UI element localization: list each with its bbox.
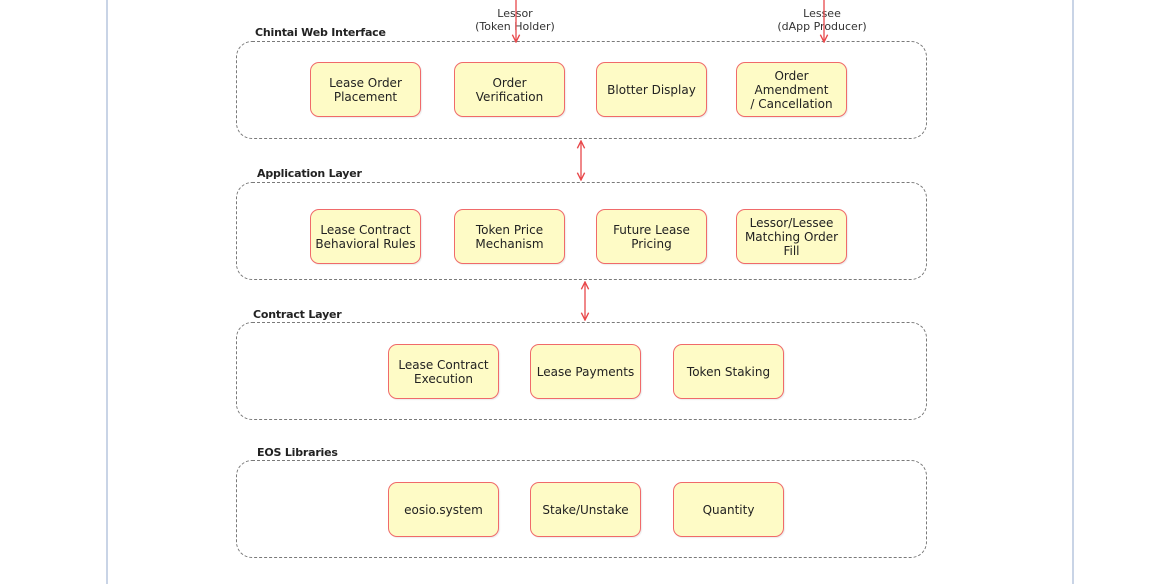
node-eosio-system: eosio.system: [388, 482, 499, 537]
lessee-name: Lessee: [803, 7, 841, 20]
node-token-price-mechanism: Token Price Mechanism: [454, 209, 565, 264]
layer-contract: [236, 322, 927, 420]
right-frame-border: [1072, 0, 1074, 584]
node-stake-unstake: Stake/Unstake: [530, 482, 641, 537]
node-lease-contract-execution: Lease Contract Execution: [388, 344, 499, 399]
node-lease-contract-behavioral-rules: Lease Contract Behavioral Rules: [310, 209, 421, 264]
left-frame-border: [106, 0, 108, 584]
node-order-verification: Order Verification: [454, 62, 565, 117]
node-lease-payments: Lease Payments: [530, 344, 641, 399]
node-future-lease-pricing: Future Lease Pricing: [596, 209, 707, 264]
layer-title-application: Application Layer: [257, 167, 362, 180]
lessor-role: (Token Holder): [475, 20, 555, 33]
layer-application: [236, 182, 927, 280]
lessor-actor: Lessor (Token Holder): [455, 7, 575, 33]
layer-title-web-interface: Chintai Web Interface: [255, 26, 386, 39]
layer-eos-libraries: [236, 460, 927, 558]
node-quantity: Quantity: [673, 482, 784, 537]
layer-title-contract: Contract Layer: [253, 308, 342, 321]
node-blotter-display: Blotter Display: [596, 62, 707, 117]
node-lease-order-placement: Lease Order Placement: [310, 62, 421, 117]
lessee-role: (dApp Producer): [777, 20, 867, 33]
node-token-staking: Token Staking: [673, 344, 784, 399]
layer-web-interface: [236, 41, 927, 139]
lessee-actor: Lessee (dApp Producer): [762, 7, 882, 33]
layer-title-eos-libraries: EOS Libraries: [257, 446, 338, 459]
node-lessor-lessee-matching: Lessor/Lessee Matching Order Fill: [736, 209, 847, 264]
node-order-amendment-cancellation: Order Amendment / Cancellation: [736, 62, 847, 117]
lessor-name: Lessor: [497, 7, 533, 20]
